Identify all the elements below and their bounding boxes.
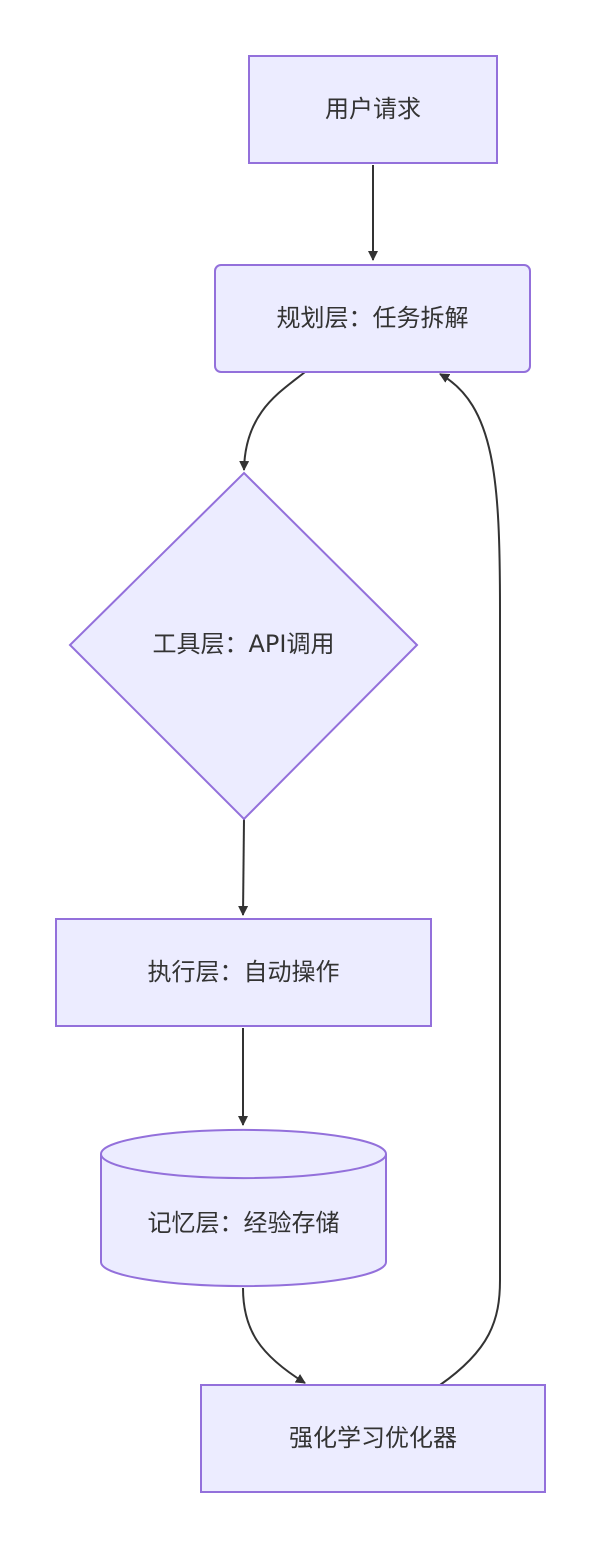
- edge-optimizer-to-planning: [439, 373, 501, 1386]
- edge-memory-to-optimizer: [242, 1287, 306, 1384]
- user-request-node: 用户请求: [249, 56, 497, 163]
- tool-layer-label: 工具层：API调用: [152, 630, 335, 659]
- rl-optimizer-node-shape: [200, 1384, 546, 1493]
- planning-layer-node-shape: [214, 264, 531, 373]
- planning-layer-label: 规划层：任务拆解: [276, 304, 469, 333]
- execution-layer-node-shape: [55, 918, 432, 1027]
- user-request-node-shape: [248, 55, 498, 164]
- memory-layer-node-shape: [100, 1128, 387, 1288]
- execution-layer-node: 执行层：自动操作: [56, 919, 431, 1026]
- tool-layer-node: 工具层：API调用: [70, 591, 417, 698]
- execution-layer-label: 执行层：自动操作: [147, 958, 340, 987]
- rl-optimizer-node: 强化学习优化器: [201, 1385, 545, 1492]
- memory-layer-label: 记忆层：经验存储: [147, 1209, 340, 1238]
- edge-tool-to-execution: [238, 818, 249, 916]
- memory-layer-node: 记忆层：经验存储: [101, 1170, 386, 1277]
- tool-layer-node-shape: [68, 471, 419, 821]
- planning-layer-node: 规划层：任务拆解: [215, 265, 530, 372]
- edge-planning-to-tool: [239, 371, 306, 471]
- user-request-label: 用户请求: [325, 95, 421, 124]
- rl-optimizer-label: 强化学习优化器: [289, 1424, 457, 1453]
